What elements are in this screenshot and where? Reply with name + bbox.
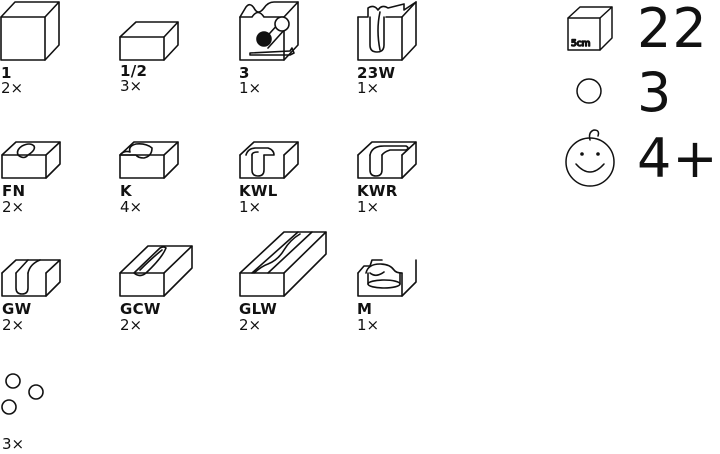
piece-code: 1 — [1, 64, 12, 82]
curve-drop-left-icon — [239, 141, 299, 179]
piece-code: KWR — [357, 182, 398, 200]
age-rating: 4+ — [637, 127, 719, 190]
piece-code: GLW — [239, 300, 278, 318]
curve-block-icon — [119, 141, 179, 179]
piece-code: GW — [2, 300, 32, 318]
piece-m: M 1× — [356, 258, 426, 338]
merge-block-icon — [357, 259, 417, 297]
piece-code: 1/2 — [120, 62, 148, 80]
child-face-icon — [562, 124, 618, 192]
piece-code: 3 — [239, 64, 250, 82]
piece-quantity: 2× — [120, 316, 143, 334]
piece-gw: GW 2× — [0, 258, 70, 338]
piece-quantity: 2× — [1, 79, 24, 97]
full-cube-icon — [0, 1, 60, 61]
piece-kwr: KWR 1× — [356, 140, 426, 220]
marble-count: 3 — [637, 61, 673, 124]
piece-quantity: 1× — [239, 198, 262, 216]
piece-k: K 4× — [118, 140, 188, 220]
piece-fn: FN 2× — [0, 140, 70, 220]
long-channel-block-icon — [239, 231, 327, 297]
marbles-icon — [1, 373, 44, 415]
piece-quantity: 4× — [120, 198, 143, 216]
straight-channel-block-icon — [119, 245, 193, 297]
ball-drop-cube-icon — [239, 1, 299, 61]
double-channel-cube-icon — [357, 1, 417, 61]
piece-1: 1 2× — [0, 0, 70, 100]
piece-quantity: 2× — [2, 198, 25, 216]
piece-quantity: 1× — [239, 79, 262, 97]
curve-drop-right-icon — [357, 141, 417, 179]
piece-code: KWL — [239, 182, 278, 200]
half-cube-icon — [119, 21, 179, 61]
piece-code: M — [357, 300, 373, 318]
piece-code: 23W — [357, 64, 396, 82]
piece-code: GCW — [120, 300, 161, 318]
piece-quantity: 1× — [357, 198, 380, 216]
piece-3: 3 1× — [238, 0, 308, 100]
piece-1-2: 1/2 3× — [118, 0, 188, 100]
piece-23w: 23W 1× — [356, 0, 426, 100]
piece-quantity: 2× — [2, 316, 25, 334]
straight-drop-block-icon — [1, 259, 61, 297]
cube-count: 22 — [637, 0, 708, 60]
piece-code: K — [120, 182, 132, 200]
funnel-block-icon — [1, 141, 61, 179]
piece-quantity: 3× — [2, 435, 25, 453]
piece-quantity: 2× — [239, 316, 262, 334]
cube-size-icon: 5cm — [566, 4, 616, 58]
piece-quantity: 1× — [357, 316, 380, 334]
piece-marbles: 3× — [0, 372, 60, 454]
piece-gcw: GCW 2× — [118, 244, 198, 338]
piece-kwl: KWL 1× — [238, 140, 308, 220]
piece-code: FN — [2, 182, 26, 200]
piece-quantity: 3× — [120, 77, 143, 95]
marble-icon — [574, 76, 606, 112]
piece-quantity: 1× — [357, 79, 380, 97]
cube-size-label: 5cm — [571, 39, 590, 49]
piece-glw: GLW 2× — [238, 230, 328, 338]
